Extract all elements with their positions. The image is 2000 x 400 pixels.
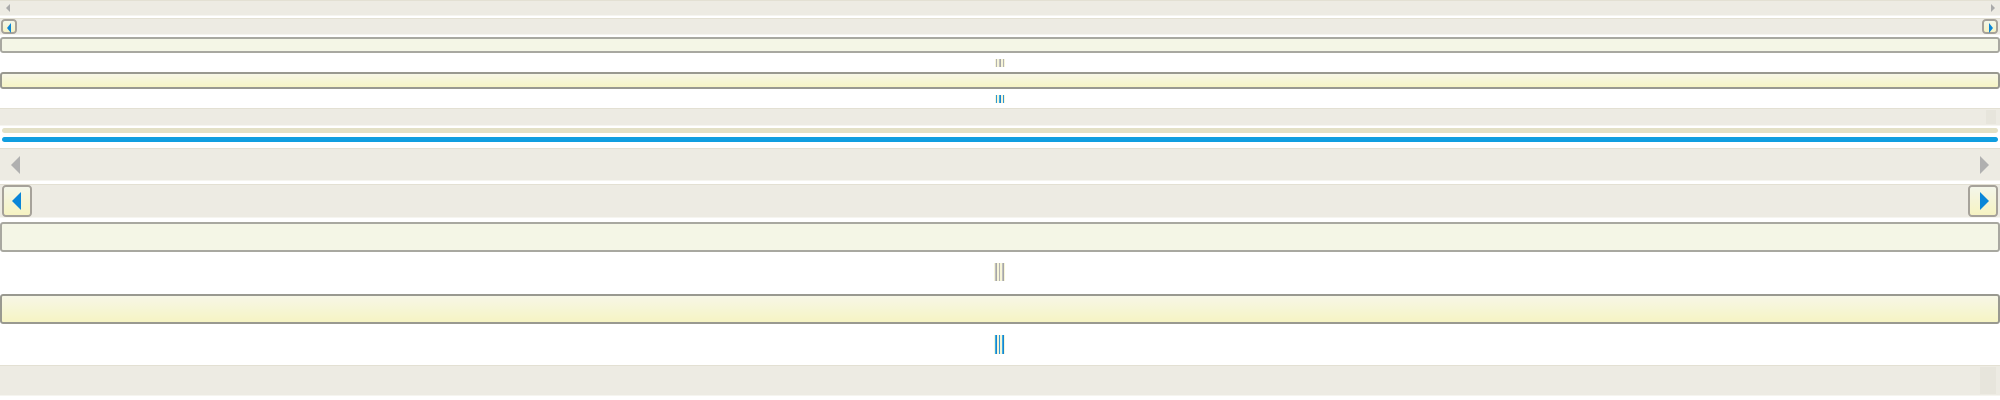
scrollbar-track-small-disabled[interactable] [0, 0, 2000, 16]
scrollbar-track-large[interactable] [0, 184, 2000, 218]
scrollbar-track-large-disabled[interactable] [0, 148, 2000, 181]
grip-icon [995, 95, 1005, 103]
track-end [1986, 110, 1996, 124]
arrow-left-icon [7, 23, 11, 33]
scroll-right-button[interactable] [1982, 19, 1998, 34]
arrow-right-icon [1989, 23, 1993, 33]
grip-icon [994, 335, 1005, 354]
grip-icon [995, 59, 1005, 67]
arrow-left-icon[interactable] [6, 4, 10, 12]
track-end [1980, 367, 1996, 394]
scroll-left-button[interactable] [2, 185, 32, 217]
scrollbar-track-gray-large[interactable] [0, 365, 2000, 396]
scroll-thumb-large[interactable] [0, 222, 2000, 252]
scroll-thumb-large-hover[interactable] [0, 294, 2000, 324]
arrow-right-icon[interactable] [1991, 4, 1995, 12]
scroll-right-button[interactable] [1968, 185, 1998, 217]
scroll-thumb-small[interactable] [0, 37, 2000, 53]
scroll-left-button[interactable] [1, 19, 17, 34]
scrollbar-track-gray[interactable] [0, 108, 2000, 126]
scrollbar-track-small[interactable] [0, 18, 2000, 35]
progress-track [2, 128, 1998, 133]
progress-bar [2, 137, 1998, 142]
arrow-left-icon [12, 192, 21, 210]
arrow-left-icon[interactable] [11, 156, 20, 174]
arrow-right-icon [1980, 192, 1989, 210]
scroll-thumb-small-hover[interactable] [0, 72, 2000, 89]
arrow-right-icon[interactable] [1980, 156, 1989, 174]
grip-icon [994, 263, 1005, 281]
